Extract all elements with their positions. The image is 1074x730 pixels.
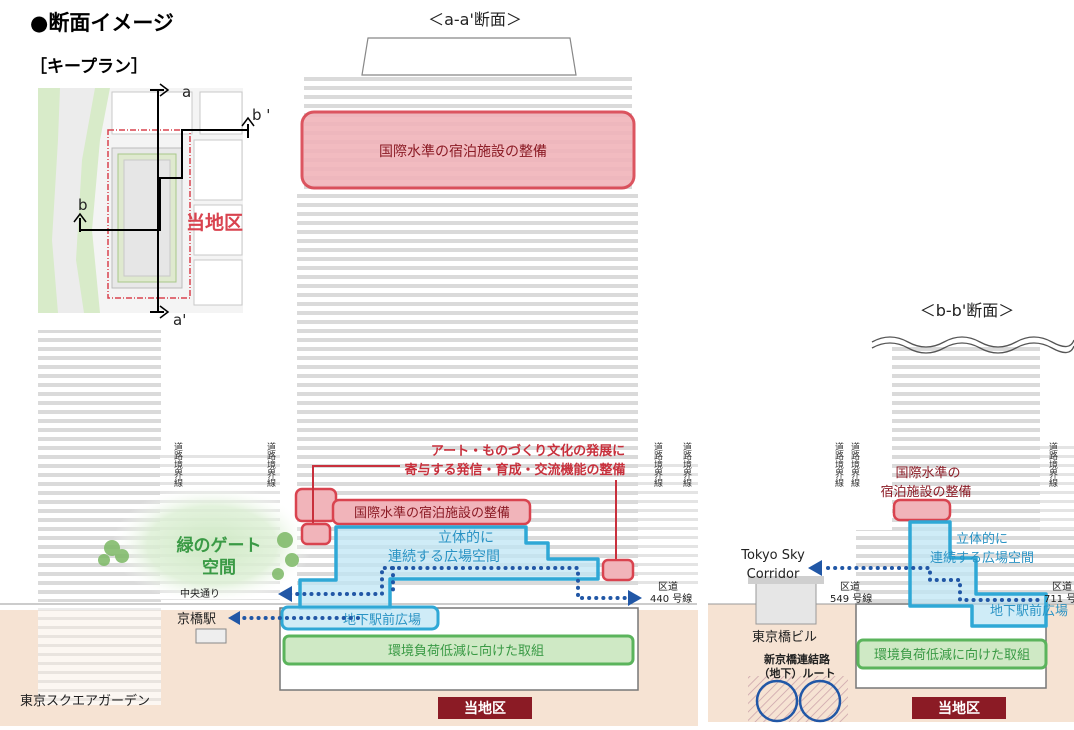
art-space-small — [300, 522, 332, 546]
tunnel-icon — [798, 679, 842, 723]
bb-facility-box — [892, 498, 952, 522]
arrow-right-icon — [159, 305, 170, 319]
connection-label-line2: （地下）ルート — [759, 666, 836, 680]
plaza-space-bb — [908, 520, 1048, 628]
section-title-bb: ＜b-b'断面＞ — [920, 301, 1015, 320]
keyplan-mark-a: a — [182, 83, 191, 101]
environment-label-aa: 環境負荷低減に向けた取組 — [388, 643, 544, 659]
bb-plaza-line1: 立体的に — [956, 531, 1008, 547]
ward-road-549-line2: 549 号線 — [830, 592, 872, 605]
keyplan-map: a b ' b a' 当地区 — [38, 83, 270, 329]
plaza-label-line1: 立体的に — [438, 530, 494, 546]
road-boundary-label: 道路境界線 — [849, 441, 860, 487]
bb-facility-line2: 宿泊施設の整備 — [880, 484, 971, 500]
ward-road-711-line1: 区道 — [1052, 580, 1072, 593]
art-callout-leader — [312, 465, 400, 530]
ward-road-711-line2: 711 号 — [1044, 593, 1074, 605]
circulation-path-aa — [234, 566, 634, 620]
arrow-left-icon — [228, 611, 240, 625]
area-badge-aa-label: 当地区 — [464, 700, 506, 717]
tokyo-building — [755, 579, 817, 625]
road-boundary-label: 道路境界線 — [681, 441, 692, 487]
tunnel-icon — [755, 679, 799, 723]
section-title-aa: ＜a-a'断面＞ — [428, 10, 522, 29]
arrow-right-icon — [628, 590, 642, 606]
arrow-right-icon — [159, 83, 170, 97]
art-callout-line2: 寄与する発信・育成・交流機能の整備 — [404, 462, 625, 478]
environment-label-bb: 環境負荷低減に向けた取組 — [874, 647, 1030, 663]
keyplan-label: ［キープラン］ — [30, 56, 148, 77]
area-badge-bb-label: 当地区 — [938, 700, 980, 717]
environment-box-bb — [856, 638, 1048, 670]
road-boundary-label: 道路境界線 — [265, 441, 276, 487]
bb-facility-line1: 国際水準の — [895, 465, 960, 481]
bb-underground-label: 地下駅前広場 — [990, 603, 1068, 619]
arrow-left-icon — [808, 560, 822, 576]
road-boundary-label: 道路境界線 — [1047, 441, 1058, 487]
circulation-path-bb — [826, 566, 1042, 602]
tokyo-square-garden-label: 東京スクエアガーデン — [20, 693, 150, 709]
keyplan-mark-b-prime: b ' — [252, 106, 270, 124]
green-gate-label-line2: 空間 — [202, 557, 236, 578]
area-badge-aa — [438, 697, 532, 719]
bb-plaza-line2: 連続する広場空間 — [930, 551, 1034, 566]
bb-section: 道路境界線 道路境界線 道路境界線 国際水準の 宿泊施設の整備 立体的に 連続す… — [708, 336, 1074, 723]
plaza-label-line2: 連続する広場空間 — [388, 548, 500, 565]
arrow-up-icon — [73, 212, 87, 223]
road-boundary-label: 道路境界線 — [172, 441, 183, 487]
tree-icon — [98, 532, 299, 580]
top-facility-label: 国際水準の宿泊施設の整備 — [379, 143, 547, 160]
ward-road-440-line1: 区道 — [658, 580, 678, 593]
ward-road-440-line2: 440 号線 — [650, 592, 692, 605]
main-tower — [297, 190, 638, 490]
kyobashi-station-label: 京橋駅 — [177, 612, 216, 627]
top-facility-box — [300, 110, 636, 190]
keyplan-mark-a-prime: a' — [173, 311, 186, 329]
arrow-up-icon — [241, 116, 255, 127]
green-gate-area — [112, 485, 312, 605]
tokyo-building-label: 東京橋ビル — [752, 629, 817, 645]
station-entrance — [195, 628, 227, 644]
keyplan-mark-b: b — [78, 196, 88, 214]
road-boundary-label: 道路境界線 — [833, 441, 844, 487]
art-callout-line1: アート・ものづくり文化の発展に — [431, 443, 625, 459]
rooftop-crown — [361, 37, 577, 76]
cut-line — [871, 342, 1074, 354]
area-badge-bb — [912, 697, 1006, 719]
green-gate-label-line1: 緑のゲート — [177, 535, 262, 556]
facility-box-low — [331, 498, 532, 526]
corridor-label-line2: Corridor — [747, 567, 800, 582]
page-title: ●断面イメージ — [30, 11, 174, 35]
environment-box-aa — [282, 634, 635, 666]
facility-label-low: 国際水準の宿泊施設の整備 — [354, 505, 510, 521]
keyplan-area-label: 当地区 — [186, 211, 243, 234]
art-space-small — [601, 558, 635, 582]
ward-road-549-line1: 区道 — [840, 580, 860, 593]
facility-box-low — [294, 487, 338, 523]
corridor-label-line1: Tokyo Sky — [740, 548, 805, 563]
arrow-left-icon — [278, 586, 292, 602]
road-boundary-label: 道路境界線 — [652, 441, 663, 487]
underground-plaza-label: 地下駅前広場 — [343, 612, 421, 628]
connection-label-line1: 新京橋連結路 — [764, 652, 831, 666]
aa-section: 道路境界線 道路境界線 道路境界線 道路境界線 国際水準の宿泊施設の整備 国際水… — [0, 37, 698, 726]
chuo-dori-label: 中央通り — [180, 587, 220, 600]
